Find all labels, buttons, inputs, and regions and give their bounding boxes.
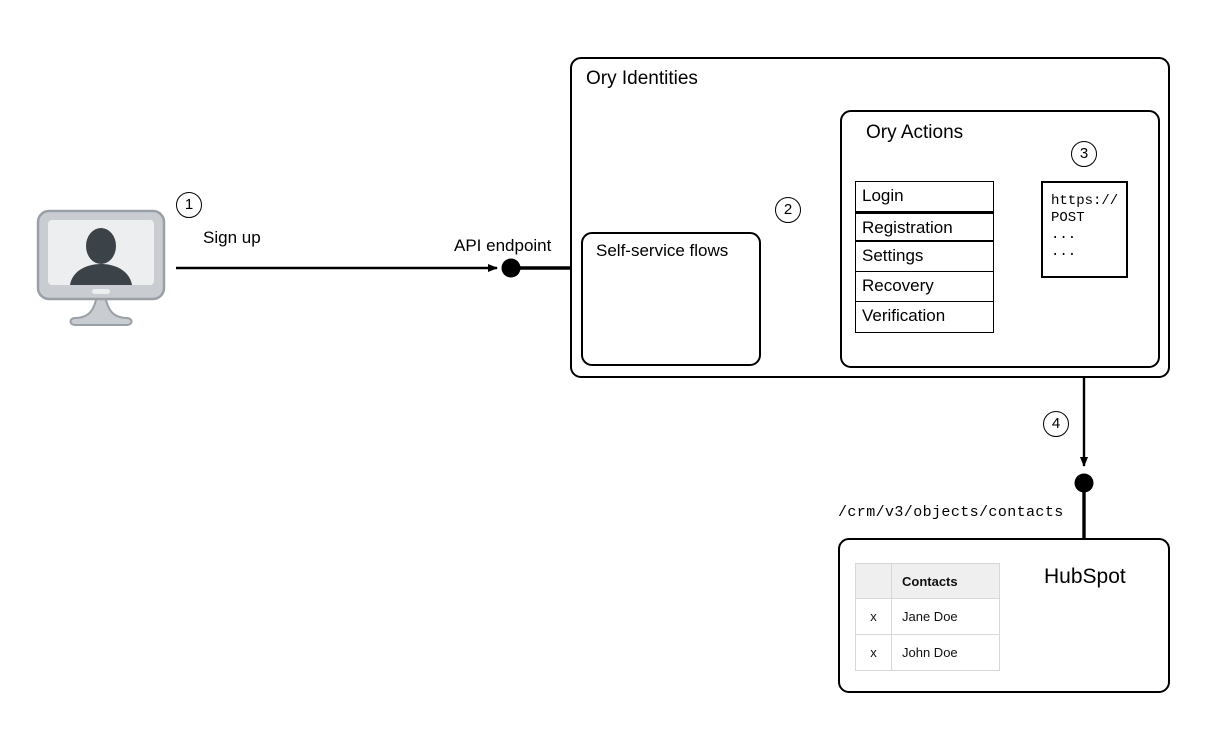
row-name: Jane Doe [891, 598, 1000, 635]
hubspot-endpoint-dot [1074, 473, 1094, 493]
row-mark: x [855, 634, 892, 671]
flow-item-verification[interactable]: Verification [856, 302, 993, 332]
label-crm-path: /crm/v3/objects/contacts [838, 504, 1064, 521]
self-service-flows-box [581, 232, 761, 366]
webhook-line-1: https:// [1051, 193, 1119, 209]
webhook-line-3: ... [1051, 227, 1077, 243]
monitor-user-icon [36, 209, 166, 326]
flow-item-settings[interactable]: Settings [856, 242, 993, 272]
label-api-endpoint: API endpoint [454, 236, 552, 255]
step-circle-4: 4 [1043, 411, 1069, 437]
self-service-flows-title: Self-service flows [596, 241, 729, 260]
flow-list: Login Registration Settings Recovery Ver… [855, 181, 994, 333]
flow-item-login[interactable]: Login [856, 182, 993, 212]
row-name: John Doe [891, 634, 1000, 671]
step-circle-2: 2 [775, 197, 801, 223]
webhook-line-4: ... [1051, 244, 1077, 260]
webhook-line-2: POST [1051, 210, 1085, 226]
table-row[interactable]: x Jane Doe [855, 598, 1000, 635]
flow-item-recovery[interactable]: Recovery [856, 272, 993, 302]
table-header-row: Contacts [855, 563, 1000, 599]
row-mark: x [855, 598, 892, 635]
label-sign-up: Sign up [203, 228, 261, 247]
ory-actions-title: Ory Actions [866, 122, 964, 143]
hubspot-title: HubSpot [1044, 565, 1126, 588]
ory-identities-title: Ory Identities [586, 68, 698, 89]
contacts-table: Contacts x Jane Doe x John Doe [855, 563, 1000, 671]
api-endpoint-dot [501, 258, 521, 278]
flow-item-registration[interactable]: Registration [856, 212, 993, 242]
table-header-mark [855, 563, 892, 599]
webhook-code-box: https:// POST ... ... [1041, 181, 1128, 278]
table-header-contacts: Contacts [891, 563, 1000, 599]
step-circle-3: 3 [1071, 141, 1097, 167]
table-row[interactable]: x John Doe [855, 634, 1000, 671]
step-circle-1: 1 [176, 192, 202, 218]
